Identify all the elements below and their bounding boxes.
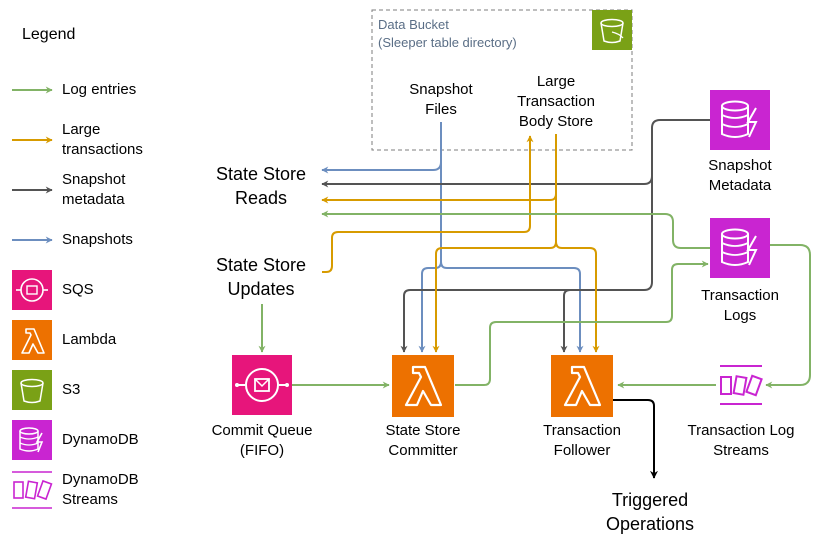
commit-queue-label: Commit Queue (FIFO): [197, 421, 327, 461]
state-store-committer-lambda-icon: [392, 355, 454, 417]
transaction-logs-dynamodb-icon: [710, 218, 770, 278]
legend-label-s3: S3: [62, 381, 81, 398]
legend-dynamodb-streams-icon: [12, 471, 53, 509]
large-transaction-store-line3: Body Store: [518, 113, 594, 130]
transaction-logs-label: Transaction Logs: [690, 286, 790, 326]
transaction-follower-lambda-icon: [551, 355, 613, 417]
transaction-log-streams-icon: [720, 365, 763, 405]
legend-label-dynamodb: DynamoDB: [62, 431, 139, 448]
commit-queue-line1: Commit Queue: [211, 422, 313, 439]
legend-label-large-transactions-line2: transactions: [62, 141, 143, 158]
legend-s3-icon: [12, 370, 52, 410]
legend-label-snapshot-metadata: Snapshot metadata: [62, 170, 125, 210]
data-bucket-container: [371, 9, 633, 151]
transaction-logs-line2: Logs: [723, 307, 757, 324]
state-store-updates-line1: State Store: [215, 255, 307, 275]
logs-to-reads-line: [321, 210, 710, 249]
large-transaction-store-label: Large Transaction Body Store: [496, 72, 616, 132]
snapshot-flows: [321, 122, 584, 353]
snapshot-files-label: Snapshot Files: [391, 80, 491, 120]
legend-dynamodb-icon: [12, 420, 52, 460]
snapshot-files-line1: Snapshot: [409, 81, 473, 98]
transaction-log-streams-label: Transaction Log Streams: [676, 421, 806, 461]
legend-label-snapshot-metadata-line2: metadata: [62, 191, 125, 208]
transaction-follower-line1: Transaction: [543, 422, 621, 439]
state-store-reads-line2: Reads: [234, 188, 288, 208]
state-store-reads-label: State Store Reads: [196, 162, 326, 210]
legend-label-log-entries: Log entries: [62, 81, 137, 98]
logs-to-streams-line: [765, 244, 811, 389]
state-store-reads-line1: State Store: [215, 164, 307, 184]
snapshot-metadata-flows: [321, 119, 710, 353]
legend-label-dynamodb-streams-line1: DynamoDB: [62, 471, 139, 488]
large-transaction-store-line2: Transaction: [517, 93, 595, 110]
legend-title: Legend: [22, 26, 76, 43]
state-store-committer-line1: State Store: [385, 422, 461, 439]
snapshot-metadata-line2: Metadata: [708, 177, 772, 194]
state-store-updates-label: State Store Updates: [196, 253, 326, 301]
metadata-to-follower-line: [560, 289, 571, 353]
legend-label-large-transactions-line1: Large: [62, 121, 101, 138]
legend-label-snapshot-metadata-line1: Snapshot: [62, 171, 126, 188]
legend-label-dynamodb-streams: DynamoDB Streams: [62, 470, 139, 510]
triggered-operations-label: Triggered Operations: [590, 488, 710, 536]
transaction-logs-line1: Transaction: [701, 287, 779, 304]
data-bucket-subtitle: (Sleeper table directory): [378, 35, 517, 50]
legend-label-large-transactions: Large transactions: [62, 120, 143, 160]
updates-to-large-store-line: [322, 135, 534, 273]
committer-to-logs-line: [455, 260, 709, 386]
triggered-operations-line2: Operations: [605, 514, 695, 534]
transaction-follower-line2: Follower: [553, 442, 611, 459]
triggered-operations-line1: Triggered: [611, 490, 689, 510]
s3-bucket-icon: [592, 10, 632, 50]
legend-label-lambda: Lambda: [62, 331, 117, 348]
snapshot-to-committer-line: [418, 162, 442, 353]
snapshot-to-follower-line: [440, 261, 584, 353]
snapshot-metadata-label: Snapshot Metadata: [690, 156, 790, 196]
legend-sqs-icon: [12, 270, 52, 310]
state-store-updates-line2: Updates: [227, 279, 295, 299]
transaction-log-streams-line2: Streams: [713, 442, 769, 459]
commit-queue-line2: (FIFO): [239, 442, 285, 459]
large-store-to-follower-line: [555, 241, 600, 353]
snapshot-files-line2: Files: [425, 101, 457, 118]
snapshot-metadata-dynamodb-icon: [710, 90, 770, 150]
metadata-to-committer-line: [400, 176, 653, 353]
transaction-follower-label: Transaction Follower: [522, 421, 642, 461]
snapshot-metadata-line1: Snapshot: [708, 157, 772, 174]
commit-queue-sqs-icon: [232, 355, 292, 415]
legend-lambda-icon: [12, 320, 52, 360]
state-store-committer-label: State Store Committer: [363, 421, 483, 461]
large-transaction-store-line1: Large: [536, 73, 576, 90]
large-store-to-committer-line: [432, 194, 557, 353]
log-entry-flows: [258, 210, 811, 389]
legend: [12, 86, 53, 509]
large-transaction-flows: [321, 134, 600, 353]
data-bucket-title: Data Bucket: [378, 17, 449, 32]
state-store-committer-line2: Committer: [388, 442, 458, 459]
metadata-to-reads-line: [321, 119, 710, 188]
transaction-log-streams-line1: Transaction Log: [687, 422, 795, 439]
legend-label-dynamodb-streams-line2: Streams: [62, 491, 118, 508]
follower-to-triggered-line: [612, 399, 658, 479]
legend-label-sqs: SQS: [62, 281, 94, 298]
legend-label-snapshots: Snapshots: [62, 231, 133, 248]
snapshot-to-reads-line: [321, 122, 442, 174]
